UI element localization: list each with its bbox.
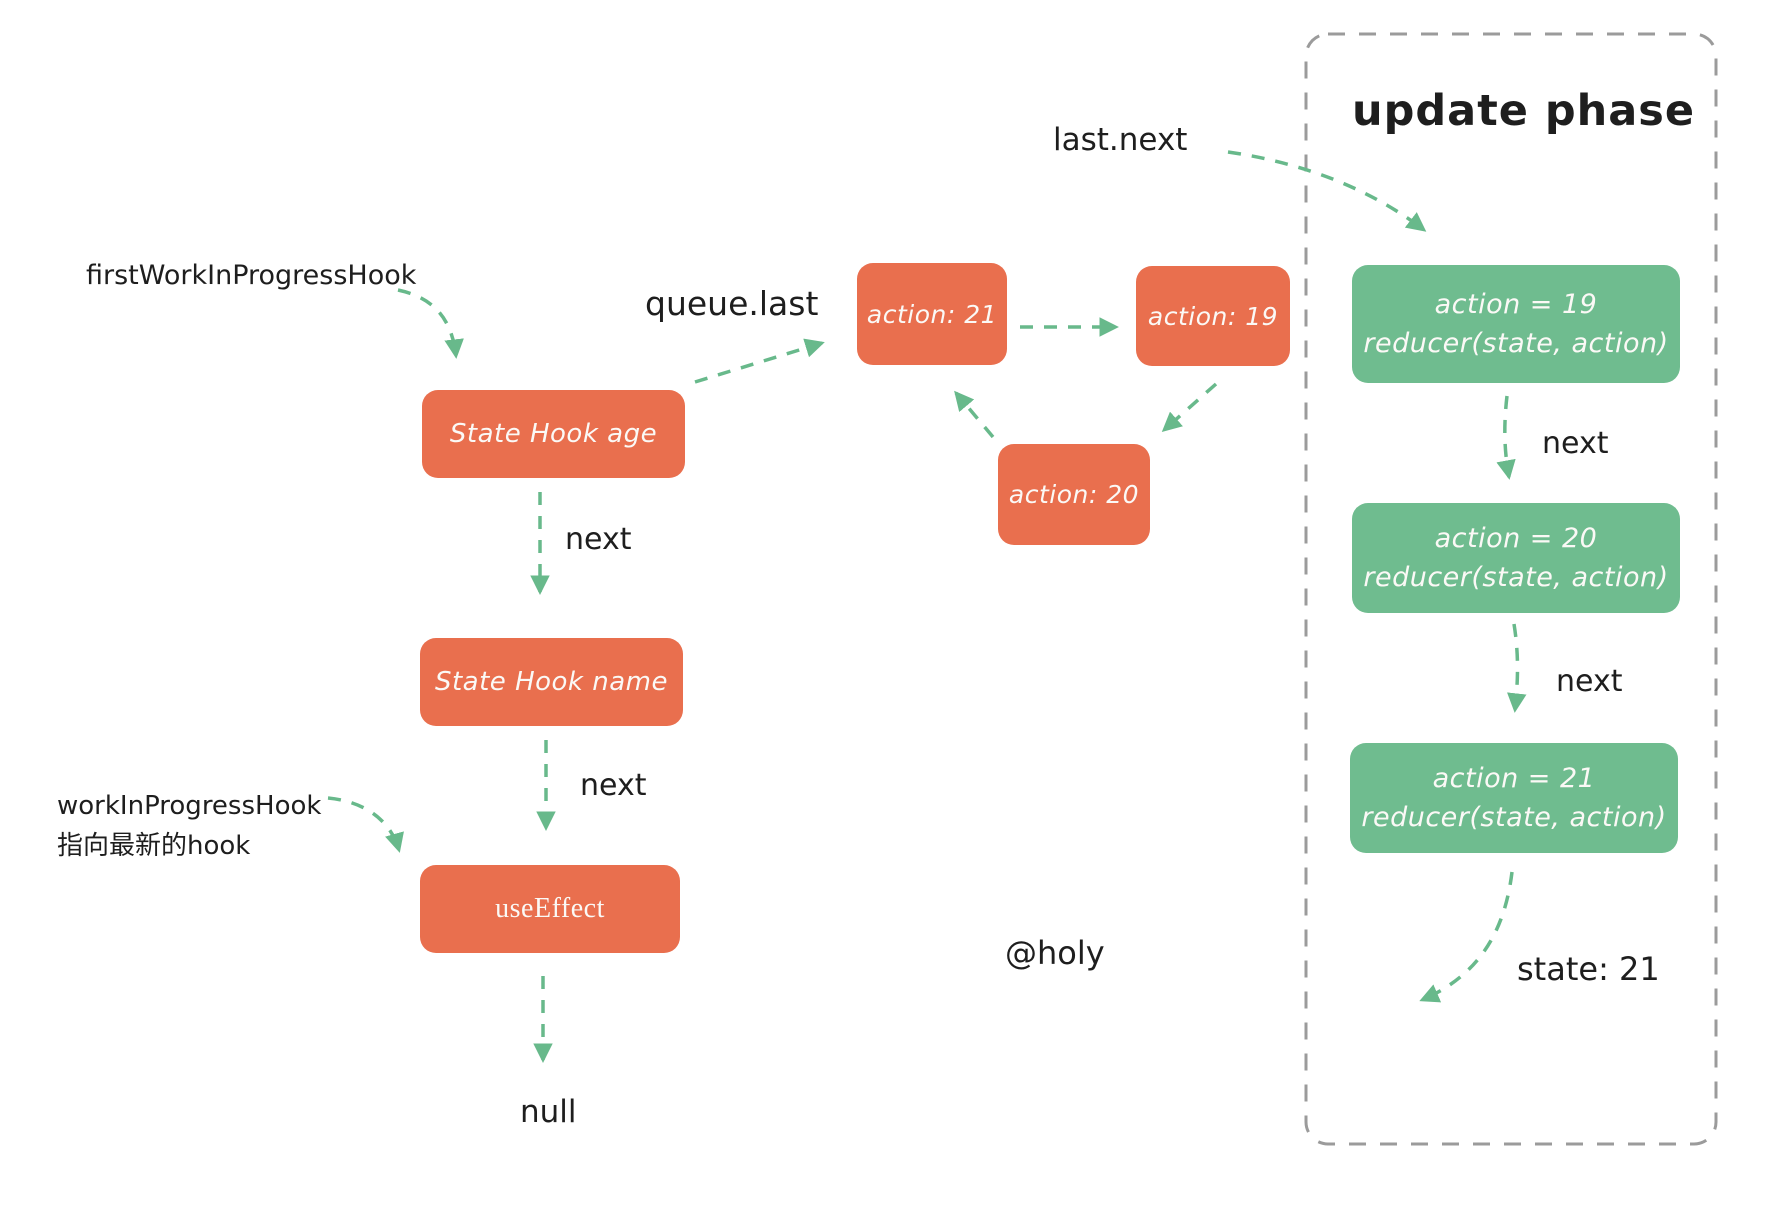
label-state-21: state: 21 xyxy=(1517,950,1660,988)
arrow-action19-to-action20 xyxy=(1161,382,1218,432)
node-reducer-action-20: action = 20 reducer(state, action) xyxy=(1352,503,1680,613)
label-first-work-in-progress-hook: firstWorkInProgressHook xyxy=(86,260,417,291)
label-work-in-progress-hook-line1: workInProgressHook xyxy=(57,791,322,821)
node-label: action: 19 xyxy=(1147,301,1279,331)
label-update-phase-title: update phase xyxy=(1352,86,1696,136)
arrow-queuelast-to-action21 xyxy=(694,338,825,384)
label-last-next: last.next xyxy=(1053,122,1188,158)
node-label: action: 21 xyxy=(866,299,998,329)
update-phase-container xyxy=(1304,32,1718,1146)
node-label: State Hook age xyxy=(449,419,658,449)
node-label-line2: reducer(state, action) xyxy=(1363,328,1669,359)
node-label-line1: action = 20 xyxy=(1434,522,1598,554)
arrow-g20-to-g21 xyxy=(1507,623,1527,713)
node-label-line2: reducer(state, action) xyxy=(1361,802,1667,833)
arrow-g21-to-state xyxy=(1419,871,1514,1003)
node-label: action: 20 xyxy=(1008,480,1140,509)
node-label: State Hook name xyxy=(434,667,668,697)
arrow-lastnext-into-update-phase xyxy=(1227,150,1427,232)
arrow-firstwip-to-age xyxy=(397,288,464,359)
node-action-21: action: 21 xyxy=(857,263,1007,365)
node-label-line1: action = 21 xyxy=(1432,762,1596,794)
arrow-wiphook-to-useeffect xyxy=(327,796,404,853)
node-label-line1: action = 19 xyxy=(1434,288,1598,320)
label-null: null xyxy=(520,1094,577,1130)
label-next: next xyxy=(580,768,647,803)
label-next: next xyxy=(1542,426,1609,461)
label-next: next xyxy=(1556,664,1623,699)
label-queue-last: queue.last xyxy=(645,284,819,323)
node-action-19: action: 19 xyxy=(1136,266,1290,366)
label-next: next xyxy=(565,522,632,557)
node-reducer-action-21: action = 21 reducer(state, action) xyxy=(1350,743,1678,853)
node-state-hook-age: State Hook age xyxy=(422,390,685,478)
label-work-in-progress-hook-line2: 指向最新的hook xyxy=(57,831,251,862)
arrow-action20-to-action21 xyxy=(954,390,995,439)
label-work-in-progress-hook: workInProgressHook 指向最新的hook xyxy=(57,786,321,867)
node-state-hook-name: State Hook name xyxy=(420,638,683,726)
node-label: useEffect xyxy=(495,893,605,924)
arrow-g19-to-g20 xyxy=(1496,395,1516,480)
node-label-line2: reducer(state, action) xyxy=(1363,562,1669,593)
node-reducer-action-19: action = 19 reducer(state, action) xyxy=(1352,265,1680,383)
node-use-effect: useEffect xyxy=(420,865,680,953)
node-action-20: action: 20 xyxy=(998,444,1150,545)
label-watermark: @holy xyxy=(1005,934,1105,972)
